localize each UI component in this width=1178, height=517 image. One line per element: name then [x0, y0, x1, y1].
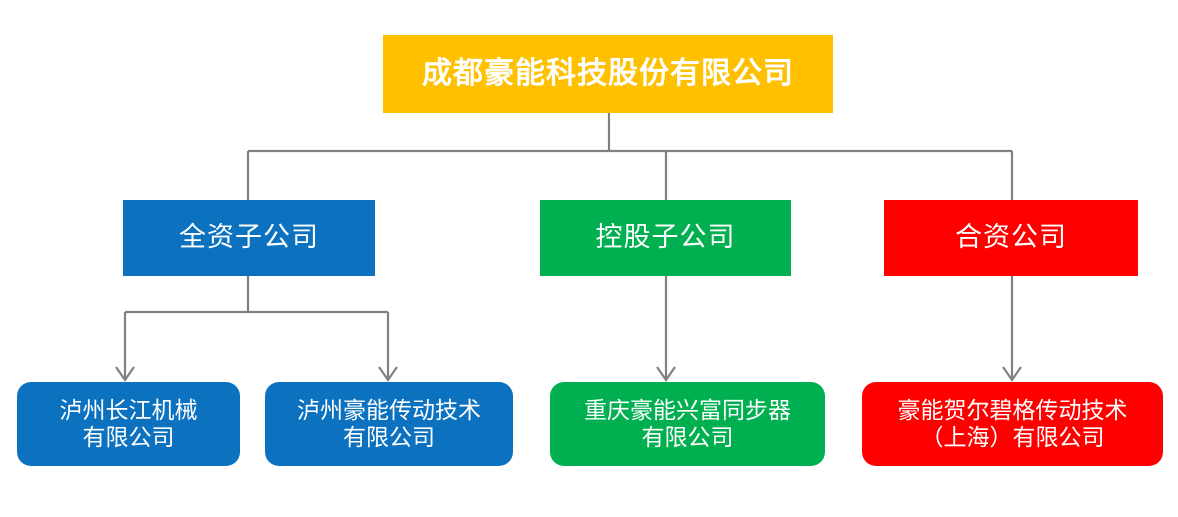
arrowhead-icon-luzhou-haoneng — [378, 366, 398, 382]
node-subsidiary-chongqing-xingfu[interactable]: 重庆豪能兴富同步器 有限公司 — [550, 382, 825, 466]
node-category-holding[interactable]: 控股子公司 — [540, 200, 791, 276]
node-category-joint-venture[interactable]: 合资公司 — [884, 200, 1138, 276]
arrowhead-icon-luzhou-changjiang — [115, 366, 135, 382]
node-root-company[interactable]: 成都豪能科技股份有限公司 — [383, 35, 833, 113]
node-category-wholly-owned[interactable]: 全资子公司 — [123, 200, 375, 276]
node-subsidiary-luzhou-haoneng[interactable]: 泸州豪能传动技术 有限公司 — [265, 382, 513, 466]
arrowhead-icon-haoneng-hoerbiger — [1002, 366, 1022, 382]
node-subsidiary-luzhou-changjiang[interactable]: 泸州长江机械 有限公司 — [17, 382, 240, 466]
node-subsidiary-haoneng-hoerbiger[interactable]: 豪能贺尔碧格传动技术 （上海）有限公司 — [862, 382, 1163, 466]
arrowhead-icon-chongqing-xingfu — [656, 366, 676, 382]
